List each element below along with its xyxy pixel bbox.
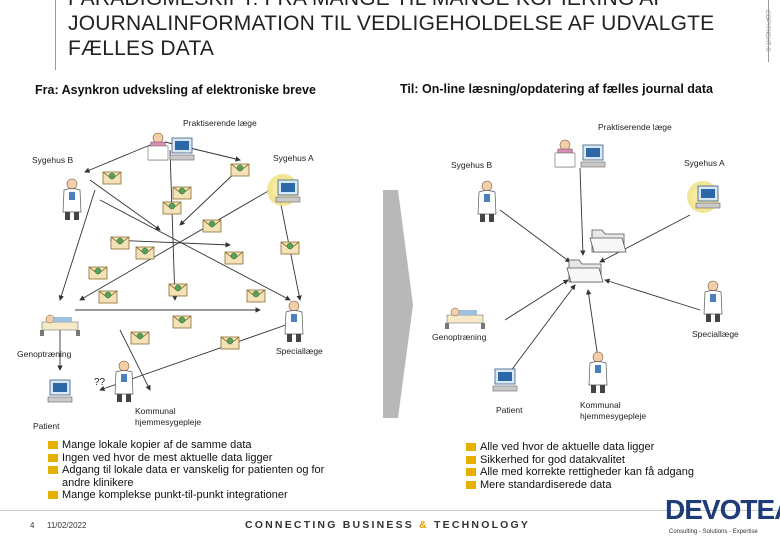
logo-subtitle: Consulting - Solutions - Expertise	[669, 529, 758, 535]
right-bullet-item: Sikkerhed for god datakvalitet	[466, 454, 756, 467]
transition-arrow	[383, 190, 413, 418]
tagline-part-a: CONNECTING BUSINESS	[245, 519, 414, 531]
footer-date: 11/02/2022	[47, 521, 87, 530]
right-bullet-item: Alle ved hvor de aktuelle data ligger	[466, 441, 756, 454]
devoteam-logo: DEVOTEAM	[665, 494, 780, 525]
footer-tagline: CONNECTING BUSINESS & TECHNOLOGY	[245, 519, 530, 531]
right-bullet-list: Alle ved hvor de aktuelle data ligger Si…	[466, 441, 756, 491]
right-label-kommunal: Kommunal hjemmesygepleje	[580, 400, 647, 421]
page-number: 4	[30, 521, 35, 530]
right-label-praktiserende: Praktiserende læge	[598, 122, 672, 132]
left-bullet-item: Mange komplekse punkt-til-punkt integrat…	[48, 489, 348, 502]
right-heading: Til: On-line læsning/opdatering af fælle…	[400, 82, 713, 96]
left-label-sygehus-a: Sygehus A	[273, 153, 314, 163]
title-divider-left	[55, 0, 56, 70]
left-label-genoptraening: Genoptræning	[17, 349, 72, 359]
left-label-praktiserende: Praktiserende læge	[183, 118, 257, 128]
left-label-kommunal: Kommunal hjemmesygepleje	[135, 406, 202, 427]
right-label-sygehus-a: Sygehus A	[684, 158, 725, 168]
left-bullet-list: Mange lokale kopier af de samme data Ing…	[48, 439, 348, 502]
right-bullet-item: Alle med korrekte rettigheder kan få adg…	[466, 466, 756, 479]
left-label-sygehus-b: Sygehus B	[32, 155, 74, 165]
right-label-genoptraening: Genoptræning	[432, 332, 487, 342]
right-bullet-item: Mere standardiserede data	[466, 479, 756, 492]
left-heading: Fra: Asynkron udveksling af elektroniske…	[35, 83, 316, 97]
left-bullet-item: Mange lokale kopier af de samme data	[48, 439, 348, 452]
left-label-speciallaege: Speciallæge	[276, 346, 323, 356]
right-label-sygehus-b: Sygehus B	[451, 160, 493, 170]
left-label-unknown: ??	[94, 377, 106, 388]
title-divider-right	[768, 0, 769, 62]
left-label-patient: Patient	[33, 421, 60, 431]
tagline-part-b: TECHNOLOGY	[434, 519, 531, 531]
left-bullet-item: Adgang til lokale data er vanskelig for …	[48, 464, 348, 489]
right-label-patient: Patient	[496, 405, 523, 415]
left-bullet-item: Ingen ved hvor de mest aktuelle data lig…	[48, 452, 348, 465]
page-title: PARADIGMESKIFT: FRA MANGE TIL MANGE KOPI…	[68, 0, 715, 60]
footer-divider	[0, 510, 780, 511]
right-label-speciallaege: Speciallæge	[692, 329, 739, 339]
tagline-ampersand: &	[419, 519, 429, 531]
